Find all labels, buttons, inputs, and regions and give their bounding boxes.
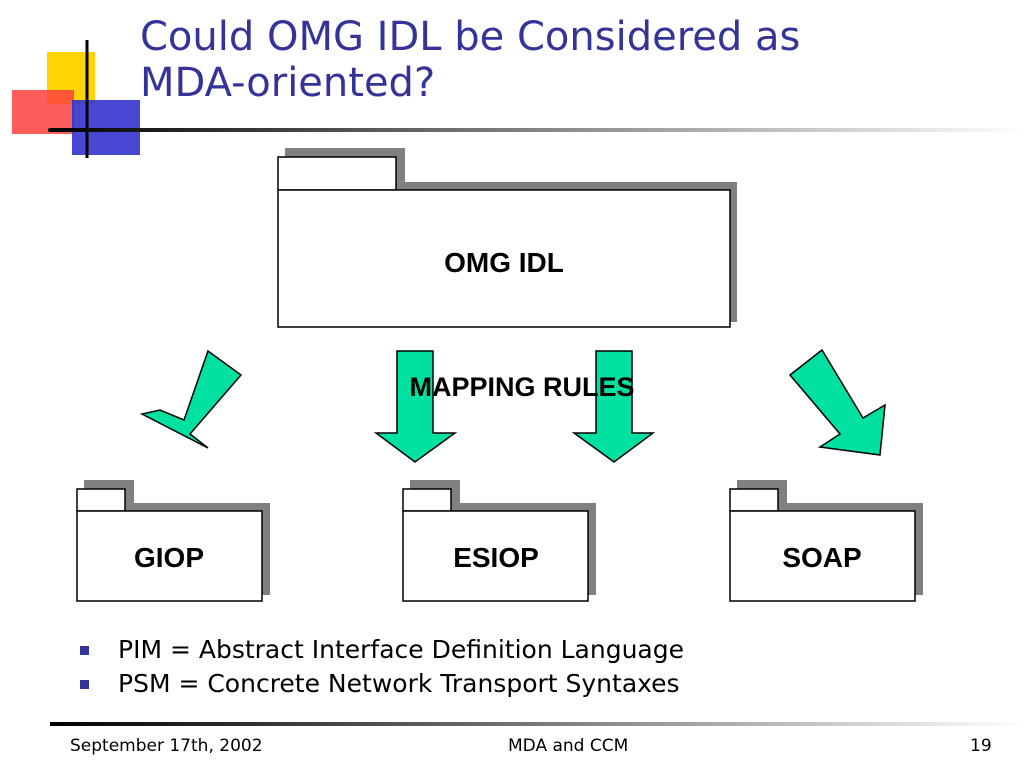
page-title: Could OMG IDL be Considered as MDA-orien… — [140, 14, 1000, 106]
package-esiop: ESIOP — [402, 480, 596, 602]
page-title-line-1: Could OMG IDL be Considered as — [140, 14, 801, 60]
arrow-to-soap — [788, 348, 886, 456]
mapping-rules-label: MAPPING RULES — [409, 372, 634, 402]
package-esiop-label: ESIOP — [453, 542, 539, 573]
arrow-to-giop — [139, 349, 243, 449]
package-omg-idl: OMG IDL — [277, 148, 737, 328]
bullet-text: PIM = Abstract Interface Definition Lang… — [118, 635, 685, 664]
footer-divider — [50, 722, 1024, 726]
bullet-list: PIM = Abstract Interface Definition Lang… — [80, 633, 684, 701]
list-item: PSM = Concrete Network Transport Syntaxe… — [80, 667, 684, 701]
footer-date: September 17th, 2002 — [70, 736, 263, 756]
package-omg-idl-label: OMG IDL — [444, 247, 564, 278]
arrow-to-esiop-left — [373, 350, 458, 463]
bullet-text: PSM = Concrete Network Transport Syntaxe… — [118, 669, 680, 698]
bullet-square-icon — [80, 680, 89, 689]
list-item: PIM = Abstract Interface Definition Lang… — [80, 633, 684, 667]
footer-title: MDA and CCM — [508, 736, 629, 756]
bullet-square-icon — [80, 646, 89, 655]
package-giop-label: GIOP — [134, 542, 204, 573]
package-giop: GIOP — [76, 480, 270, 602]
page-number: 19 — [970, 736, 992, 756]
package-soap: SOAP — [729, 480, 923, 602]
package-soap-label: SOAP — [782, 542, 861, 573]
arrow-to-esiop-right — [571, 350, 656, 463]
page-title-line-2: MDA-oriented? — [140, 60, 436, 106]
title-divider — [50, 128, 1024, 132]
